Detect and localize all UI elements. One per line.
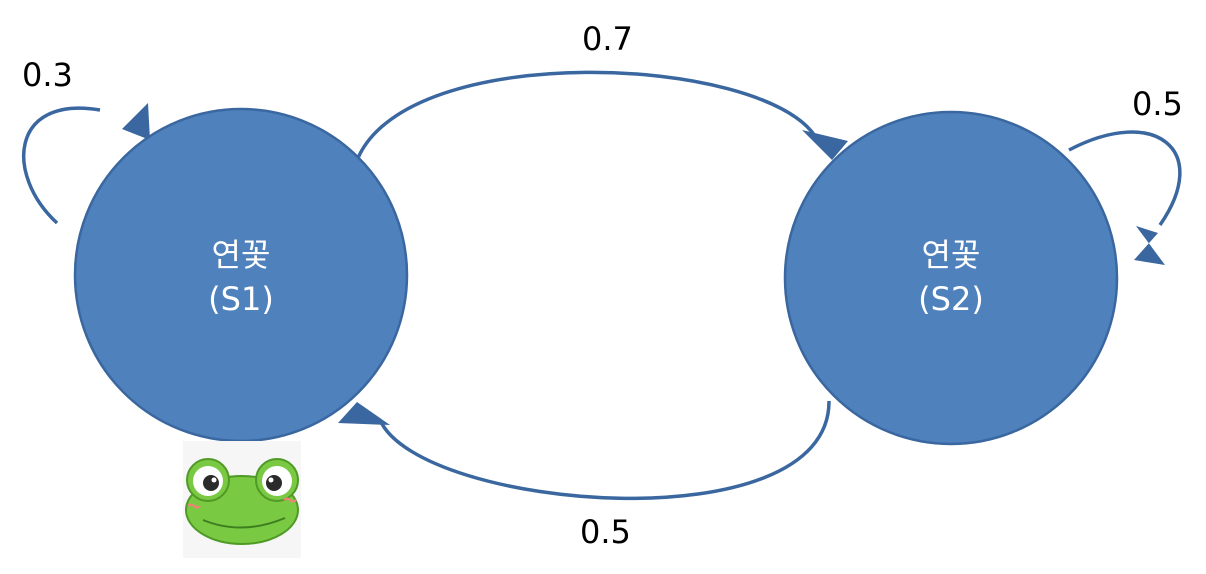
frog-icon [183,441,301,558]
prob-label-s1-to-s2: 0.7 [582,20,633,58]
state-s2-id: (S2) [918,280,984,318]
edge-s1-to-s2 [356,70,817,159]
prob-label-s2-to-s1: 0.5 [580,513,631,551]
prob-label-s2-self: 0.5 [1132,85,1183,123]
state-s1-name: 연꽃 [212,236,271,274]
edge-s1-self-loop [22,106,101,225]
arrowhead-s2-to-s1 [338,402,390,425]
state-s1-id: (S1) [208,280,274,318]
state-node-s2: 연꽃 (S2) [783,110,1119,446]
state-node-s1: 연꽃 (S1) [73,107,409,443]
edge-s2-to-s1 [378,400,831,500]
arrowhead-s1-self-loop [122,103,150,140]
edge-s2-self-loop [1068,130,1182,226]
arrowhead-s2-self-loop [1134,226,1165,265]
state-s2-name: 연꽃 [922,236,981,274]
arrowhead-s1-to-s2 [802,130,848,160]
prob-label-s1-self: 0.3 [22,56,73,94]
